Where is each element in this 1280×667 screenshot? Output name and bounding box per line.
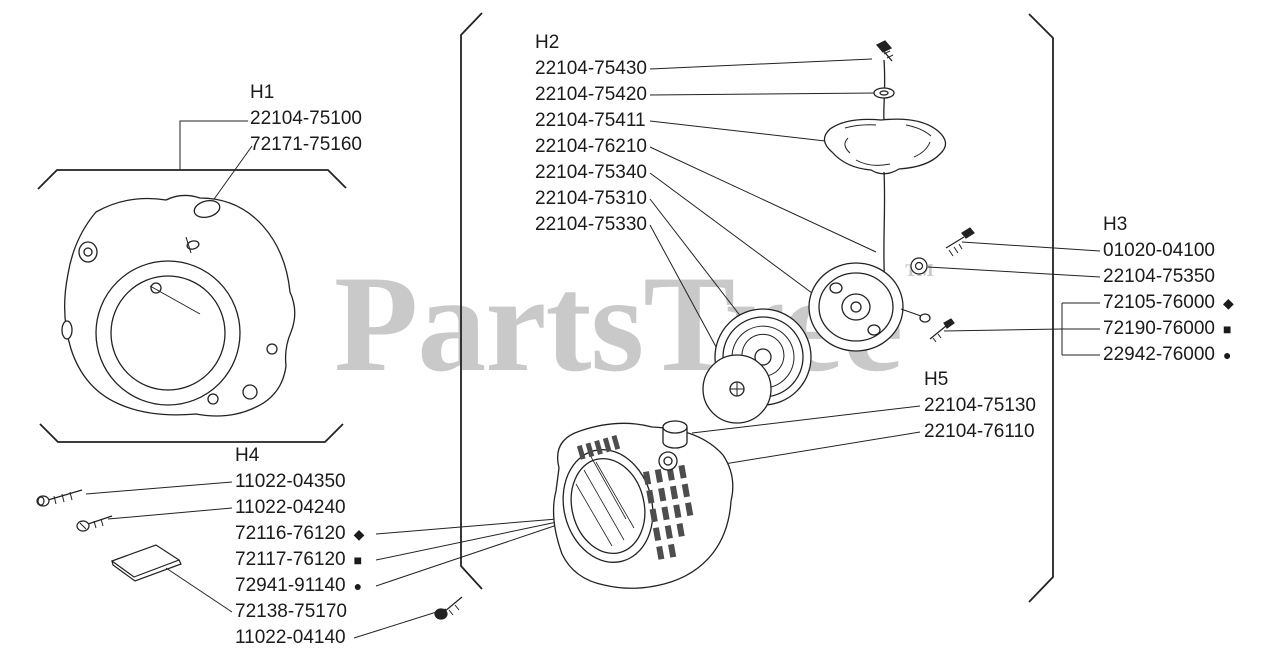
rope-reel-drawing	[808, 262, 931, 352]
part-number: 72171-75160	[250, 132, 362, 158]
washer-drawing	[910, 257, 928, 275]
group-label: H5	[924, 369, 949, 390]
part-number-text: 01020-04100	[1103, 240, 1215, 261]
part-number: 22104-75330	[535, 212, 647, 238]
part-number-text: 72105-76000	[1103, 292, 1215, 313]
diamond-marker-icon: ◆	[1223, 295, 1234, 311]
group-label: H1	[250, 82, 275, 103]
part-number-text: 22104-75340	[535, 162, 647, 183]
pawl-cylinder-drawing	[662, 420, 688, 449]
part-number: 22104-75310	[535, 186, 647, 212]
part-number: 72117-76120 ■	[235, 547, 364, 573]
part-number: 22104-75350	[1103, 264, 1234, 290]
part-number: 72941-91140 ●	[235, 573, 364, 599]
part-number: 22104-75130	[924, 393, 1036, 419]
part-number: 72190-76000 ■	[1103, 316, 1234, 342]
part-number-text: 22104-75350	[1103, 266, 1215, 287]
part-number-text: 22104-75430	[535, 58, 647, 79]
part-number: 22104-75420	[535, 82, 647, 108]
square-marker-icon: ■	[353, 552, 363, 568]
callout-group-h2: H2 22104-75430 22104-75420 22104-75411 2…	[535, 30, 647, 238]
part-number-text: 72941-91140	[235, 575, 346, 596]
part-number-text: 22104-75310	[535, 188, 647, 209]
part-number-text: 72138-75170	[235, 601, 347, 622]
callout-group-h1: H1 22104-75100 72171-75160	[250, 80, 362, 158]
part-number: 22104-75340	[535, 160, 647, 186]
bolt-variant-drawing	[929, 318, 955, 343]
part-number-text: 72117-76120	[235, 549, 346, 570]
screw-drawing-11022-04140	[434, 596, 463, 620]
part-number-text: 22104-75411	[535, 110, 646, 131]
part-number: 11022-04240	[235, 495, 364, 521]
part-number: 22104-76210	[535, 134, 647, 160]
leader-lines	[85, 58, 1101, 639]
part-number-text: 72190-76000	[1103, 318, 1215, 339]
screw-drawing-01020	[945, 227, 975, 257]
part-number: 11022-04140	[235, 625, 364, 651]
part-number: 72105-76000 ◆	[1103, 290, 1234, 316]
watermark: PartsTree™	[334, 254, 934, 431]
part-number-text: 22104-75330	[535, 214, 647, 235]
square-marker-icon: ■	[1223, 321, 1232, 337]
part-number: 11022-04350	[235, 469, 364, 495]
part-number-text: 11022-04240	[235, 497, 346, 518]
circle-marker-icon: ●	[353, 578, 363, 594]
part-number-text: 22104-75420	[535, 84, 647, 105]
part-number-text: 72116-76120	[235, 523, 346, 544]
callout-group-h4: H4 11022-04350 11022-04240 72116-76120◆ …	[235, 443, 364, 651]
part-number-text: 11022-04350	[235, 471, 346, 492]
part-number-text: 72171-75160	[250, 134, 362, 155]
starter-handle-drawing	[823, 40, 947, 289]
circle-marker-icon: ●	[1223, 347, 1232, 363]
part-number: 72138-75170	[235, 599, 364, 625]
screw-drawing-11022-04350	[36, 489, 83, 507]
part-number: 22942-76000 ●	[1103, 342, 1234, 368]
callout-group-h5: H5 22104-75130 22104-76110	[924, 367, 1036, 445]
pulley-disc-drawing	[702, 354, 772, 424]
part-number-text: 22942-76000	[1103, 344, 1215, 365]
part-number-text: 22104-75130	[924, 395, 1036, 416]
group-label: H2	[535, 32, 560, 53]
screw-drawing-11022-04240	[76, 515, 113, 532]
starter-housing-drawing	[552, 422, 734, 589]
group-label: H4	[235, 445, 260, 466]
part-number-text: 11022-04140	[235, 627, 346, 648]
part-number: 22104-75430	[535, 56, 647, 82]
part-number: 72116-76120 ◆	[235, 521, 364, 547]
part-number: 22104-75411	[535, 108, 647, 134]
crankcase-cover-drawing	[61, 194, 296, 417]
group-label: H3	[1103, 214, 1128, 235]
frame-brackets	[37, 12, 1054, 603]
part-number: 22104-76110	[924, 419, 1036, 445]
callout-group-h3: H3 01020-04100 22104-75350 72105-76000◆ …	[1103, 212, 1234, 368]
part-number-text: 22104-76110	[924, 421, 1035, 442]
part-number: 01020-04100	[1103, 238, 1234, 264]
part-number: 22104-75100	[250, 106, 362, 132]
part-number-text: 22104-75100	[250, 108, 362, 129]
diamond-marker-icon: ◆	[353, 526, 365, 542]
part-number-text: 22104-76210	[535, 136, 647, 157]
plate-drawing-72138	[110, 544, 182, 582]
